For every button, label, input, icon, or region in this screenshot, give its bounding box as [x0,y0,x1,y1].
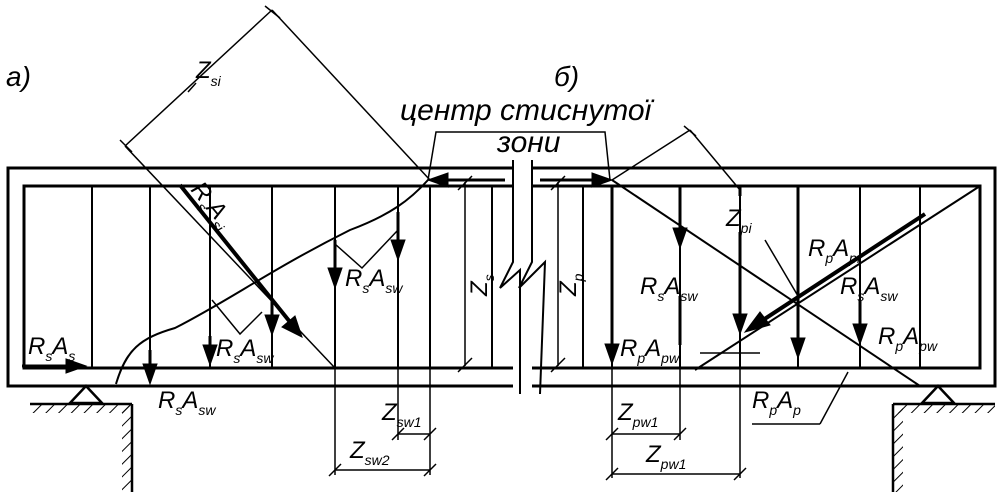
beam-left-outline [6,166,513,388]
leaders-right [427,125,849,481]
label-z-pw1-lower: Zpw1 [645,441,686,472]
panel-label-a: а) [6,61,31,92]
label-z-si: Zsi [195,57,222,89]
leaders-left [119,5,473,477]
panel-label-b: б) [554,61,579,92]
label-z-pi: Zpi [725,205,752,236]
label-rs-as: RsAs [28,333,75,364]
label-rs-asw-upper: RsAsw [345,265,403,296]
label-rp-ap: RpAp [752,387,801,418]
stirrups-left [91,186,493,368]
forces-left [22,172,505,386]
support-left [30,384,134,492]
beam-right-inner [532,184,982,370]
label-rs-asw-right-b: RsAsw [840,273,898,304]
beam-outline [6,166,997,388]
label-z-pw1-upper: Zpw1 [617,399,658,430]
label-rs-asw-right-a: RsAsw [640,273,698,304]
label-z-sw1: Zsw1 [381,399,422,430]
label-z-p: Zp [555,273,586,297]
compression-zone-label-line2: зони [496,126,561,159]
label-rp-apw-b: RpApw [878,323,938,354]
inclined-crack-left [115,179,429,385]
beam-right-outline [532,166,997,388]
section-break [499,160,547,395]
label-rp-apw-a: RpApw [620,335,680,366]
label-z-s: Zs [466,274,497,297]
forces-right [540,172,981,387]
label-rp-api: RpApi [808,235,861,266]
labels: а) б) центр стиснутої зони Zsi RsAsi RsA… [6,57,938,472]
support-right [891,384,995,492]
beam-left-inner [22,184,513,370]
label-rs-asw-low: RsAsw [158,387,216,418]
label-rs-asw-mid: RsAsw [216,335,274,366]
compression-zone-label-line1: центр стиснутої [400,94,655,127]
label-z-sw2: Zsw2 [349,437,390,468]
